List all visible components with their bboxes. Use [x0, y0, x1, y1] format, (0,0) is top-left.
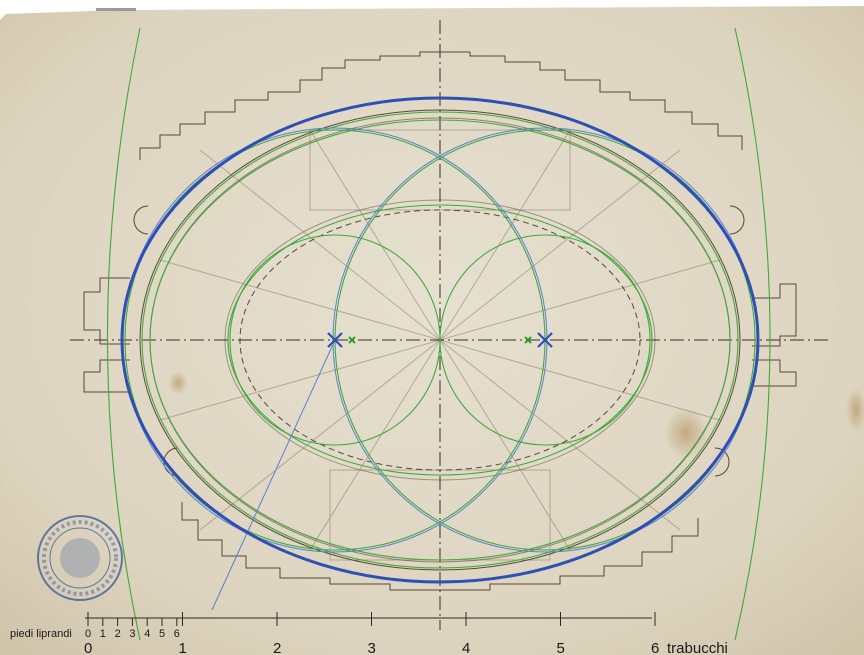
trabucchi-tick-label: 0	[84, 640, 92, 655]
blue-radius-line	[211, 339, 336, 611]
archive-stamp	[37, 515, 123, 601]
piedi-tick-label: 0	[85, 628, 91, 640]
bottom-battlement	[181, 502, 699, 591]
blue-main-oval	[120, 96, 760, 584]
green-focus-right	[524, 336, 532, 344]
trabucchi-tick-label: 3	[368, 640, 376, 655]
blue-focus-right	[537, 332, 553, 348]
green-outer-oval	[141, 111, 739, 569]
right-side-notch-lower	[752, 359, 797, 387]
niche-left-top	[133, 205, 149, 235]
piedi-tick-label: 3	[129, 628, 135, 640]
green-circle-right	[439, 234, 651, 446]
paper-sheet	[0, 6, 864, 655]
trabucchi-tick-label: 1	[179, 640, 187, 655]
green-focus-left	[348, 336, 356, 344]
green-inner-oval	[227, 204, 653, 476]
top-battlement	[139, 51, 743, 160]
paper-tear	[96, 8, 136, 11]
stain-right	[664, 407, 708, 459]
niche-right-top	[729, 205, 745, 235]
focus-markers	[327, 332, 553, 348]
green-outer-oval-inner	[149, 119, 731, 561]
trabucchi-tick-label: 4	[462, 640, 470, 655]
trabucchi-tick-label: 5	[557, 640, 565, 655]
piedi-tick-label: 4	[144, 628, 150, 640]
right-side-notch	[752, 283, 797, 347]
piedi-tick-label: 6	[174, 628, 180, 640]
stain-edge	[846, 388, 864, 432]
piedi-label: piedi liprandi	[10, 628, 72, 640]
blue-focus-left	[327, 332, 343, 348]
piedi-tick-label: 5	[159, 628, 165, 640]
niche-right-bottom	[714, 447, 730, 477]
green-arc-left	[107, 27, 141, 641]
piedi-tick-label: 2	[115, 628, 121, 640]
left-side-notch	[83, 277, 130, 345]
trabucchi-unit-label: trabucchi	[667, 640, 728, 655]
green-arc-right	[734, 27, 771, 641]
stain-left	[168, 371, 188, 395]
blue-construction	[120, 96, 760, 611]
trabucchi-tick-label: 2	[273, 640, 281, 655]
trabucchi-tick-label: 6	[651, 640, 659, 655]
piedi-tick-label: 1	[100, 628, 106, 640]
left-side-notch-lower	[83, 359, 130, 393]
